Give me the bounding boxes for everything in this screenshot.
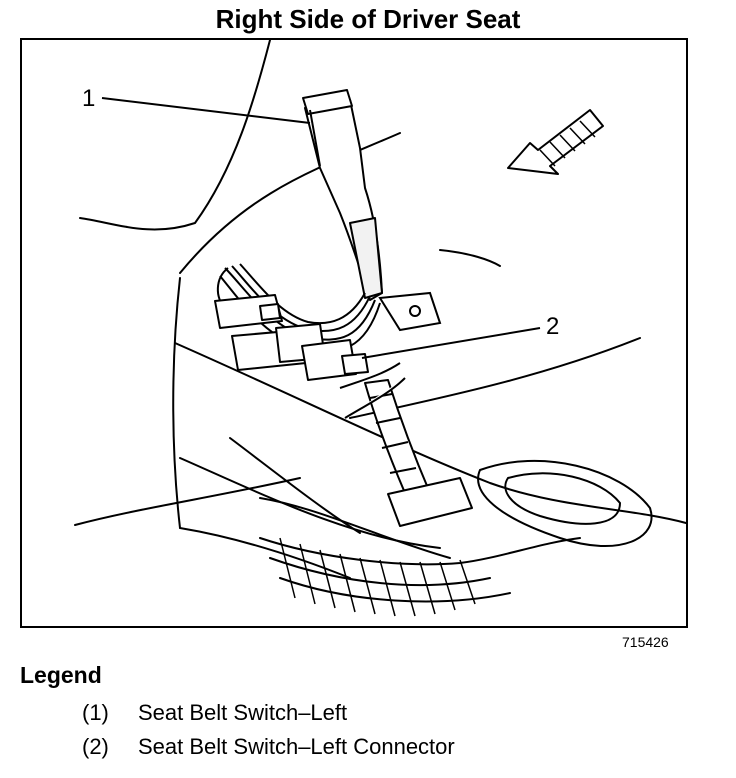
seat-side-contour: [172, 277, 181, 529]
legend-item-label: Seat Belt Switch–Left: [138, 700, 348, 725]
base-rail: [259, 537, 581, 566]
figure-frame: [20, 38, 688, 628]
callout-1-leader: [101, 97, 311, 124]
belt-strap: [339, 362, 473, 527]
legend-item-number: (1): [82, 700, 109, 725]
seat-back-contour: [79, 39, 271, 231]
seat-belt-switch-illustration: 1 2: [20, 38, 688, 628]
legend-item-label: Seat Belt Switch–Left Connector: [138, 734, 455, 759]
figure-number: 715426: [622, 634, 669, 650]
seat-cushion-edge: [179, 132, 401, 274]
callout-1-label: 1: [82, 85, 95, 112]
view-direction-arrow: [507, 109, 604, 175]
callout-2-leader: [361, 327, 541, 359]
seat-belt-switch: [302, 89, 383, 301]
legend-item-number: (2): [82, 734, 109, 759]
legend-item: (2) Seat Belt Switch–Left Connector: [82, 734, 455, 760]
callout-2-label: 2: [546, 313, 559, 340]
trim-lower: [179, 457, 441, 549]
legend-title: Legend: [20, 662, 102, 688]
trim-panel: [174, 342, 687, 524]
cushion-curve: [439, 249, 501, 267]
seat-track-recess: [477, 459, 653, 547]
legend-item: (1) Seat Belt Switch–Left: [82, 700, 347, 726]
connector-blocks: [214, 294, 369, 381]
bracket-bolt: [409, 305, 421, 317]
diagram-title: Right Side of Driver Seat: [215, 4, 521, 34]
floor-line-left: [74, 477, 301, 526]
